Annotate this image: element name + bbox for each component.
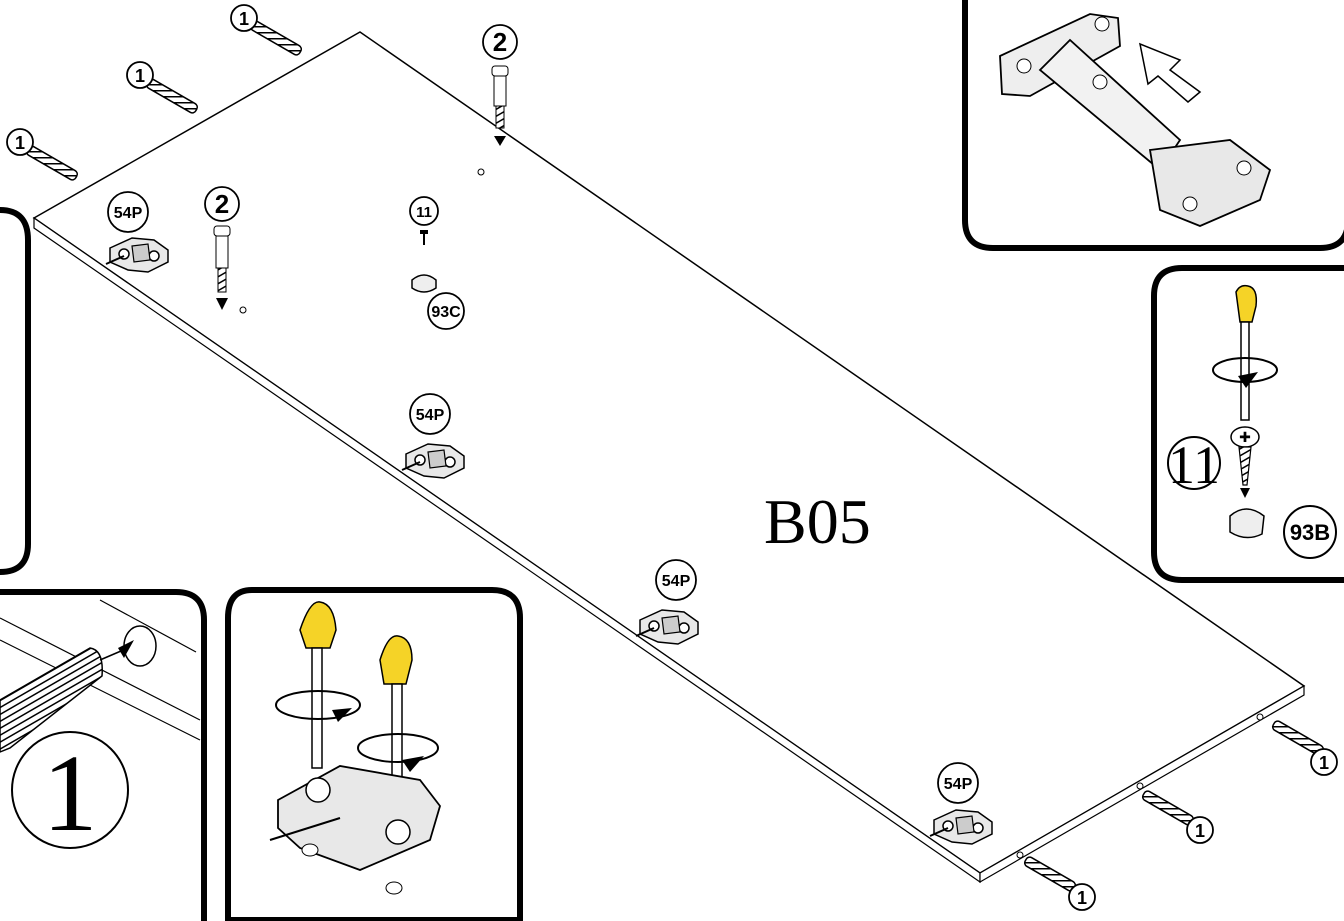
svg-text:54P: 54P (944, 776, 973, 793)
svg-text:1: 1 (15, 133, 25, 153)
svg-text:93C: 93C (431, 304, 461, 321)
cam-pin-2a: 2 (477, 24, 518, 176)
phillips-head-icon: ✚ (1239, 430, 1251, 446)
hinge-plate-3: 54P (635, 559, 699, 645)
hinge-plate-2: 54P (401, 393, 465, 479)
hinge-plate-4: 54P (929, 762, 993, 845)
dowel-1a: 1 (230, 4, 304, 58)
svg-text:1: 1 (135, 66, 145, 86)
inset-screw-cap: ✚ 11 93B (1151, 265, 1344, 583)
panel-label: B05 (764, 486, 871, 557)
svg-text:2: 2 (493, 27, 507, 57)
dowel-1e: 1 (1136, 782, 1214, 844)
dowel-1c: 1 (6, 128, 80, 183)
svg-text:11: 11 (416, 204, 432, 221)
cam-pin-2b: 2 (204, 186, 247, 314)
dowel-1b: 1 (126, 61, 200, 116)
inset-plate-screwing (225, 587, 523, 921)
svg-text:1: 1 (1195, 821, 1205, 841)
svg-text:1: 1 (1077, 888, 1087, 908)
inset-left-cropped (0, 207, 31, 575)
screw-detail-label: 11 (1168, 435, 1220, 495)
dowel-1d: 1 (1256, 713, 1338, 776)
dowel-1f: 1 (1016, 851, 1096, 911)
dowel-detail-label: 1 (43, 732, 98, 854)
svg-text:54P: 54P (662, 573, 691, 590)
inset-hinge-attach (962, 0, 1344, 251)
svg-text:54P: 54P (416, 407, 445, 424)
hinge-plate-1: 54P (105, 191, 169, 273)
svg-text:1: 1 (239, 9, 249, 29)
svg-text:54P: 54P (114, 205, 143, 222)
inset-dowel-detail: 1 (0, 589, 207, 921)
screw-11-callout: 11 (409, 196, 439, 245)
svg-text:2: 2 (215, 189, 229, 219)
cap-detail-label: 93B (1290, 520, 1330, 545)
cover-cap-93c: 93C (411, 274, 465, 330)
svg-text:1: 1 (1319, 753, 1329, 773)
